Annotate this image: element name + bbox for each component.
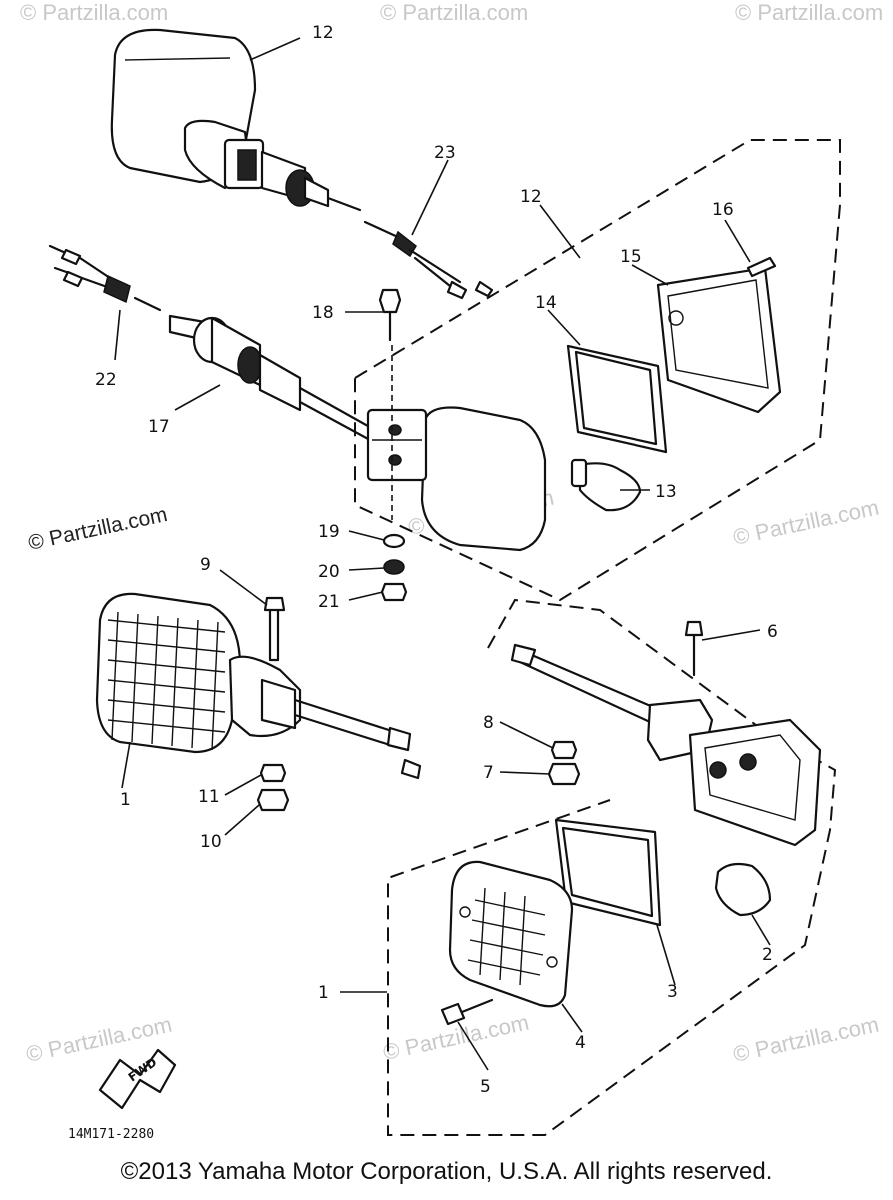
watermark: © Partzilla.com [731, 495, 881, 550]
callout-10: 10 [200, 832, 222, 852]
watermark: © Partzilla.com [20, 0, 168, 25]
lens-grid [467, 887, 546, 986]
callout-18: 18 [312, 303, 334, 323]
turn-signal-rear-right [510, 620, 822, 847]
callout-6: 6 [767, 622, 778, 642]
callout-labels: 12 23 12 16 15 14 18 22 17 13 19 20 21 9… [95, 23, 778, 1097]
callout-5: 5 [480, 1077, 491, 1097]
callout-4: 4 [575, 1033, 586, 1053]
callout-2: 2 [762, 945, 773, 965]
fwd-arrow: FWD [98, 1048, 177, 1110]
lens-grid [107, 611, 226, 751]
callout-1: 1 [120, 790, 131, 810]
callout-12: 12 [312, 23, 334, 43]
assembly-boundary-upper [354, 139, 841, 602]
callout-17: 17 [148, 417, 170, 437]
callout-19: 19 [318, 522, 340, 542]
callout-20: 20 [318, 562, 340, 582]
callout-13: 13 [655, 482, 677, 502]
mounting-stay [48, 244, 377, 442]
turn-signal-housing-rear [366, 406, 547, 552]
callout-14: 14 [535, 293, 557, 313]
diagram-code: 14M171-2280 [68, 1127, 154, 1142]
leader-lines [114, 37, 771, 1071]
callout-12: 12 [520, 187, 542, 207]
bulb-and-lens-upper [566, 256, 782, 512]
callout-7: 7 [483, 763, 494, 783]
bulb-and-lens-lower [440, 818, 772, 1026]
bolt-assembly-center [378, 288, 408, 602]
callout-9: 9 [200, 555, 211, 575]
callout-16: 16 [712, 200, 734, 220]
watermark: © Partzilla.com [380, 0, 528, 25]
callout-3: 3 [667, 982, 678, 1002]
watermark: © Partzilla.com [731, 1012, 881, 1067]
turn-signal-front-right [110, 28, 494, 300]
callout-23: 23 [434, 143, 456, 163]
copyright-notice: ©2013 Yamaha Motor Corporation, U.S.A. A… [120, 1158, 773, 1185]
watermark: © Partzilla.com [26, 503, 169, 555]
assembly-boundary-lower [387, 598, 837, 1136]
callout-8: 8 [483, 713, 494, 733]
turn-signal-front-left [95, 592, 422, 812]
watermark: © Partzilla.com [735, 0, 883, 25]
callout-21: 21 [318, 592, 340, 612]
callout-22: 22 [95, 370, 117, 390]
callout-1: 1 [318, 983, 329, 1003]
callout-11: 11 [198, 787, 220, 807]
callout-15: 15 [620, 247, 642, 267]
